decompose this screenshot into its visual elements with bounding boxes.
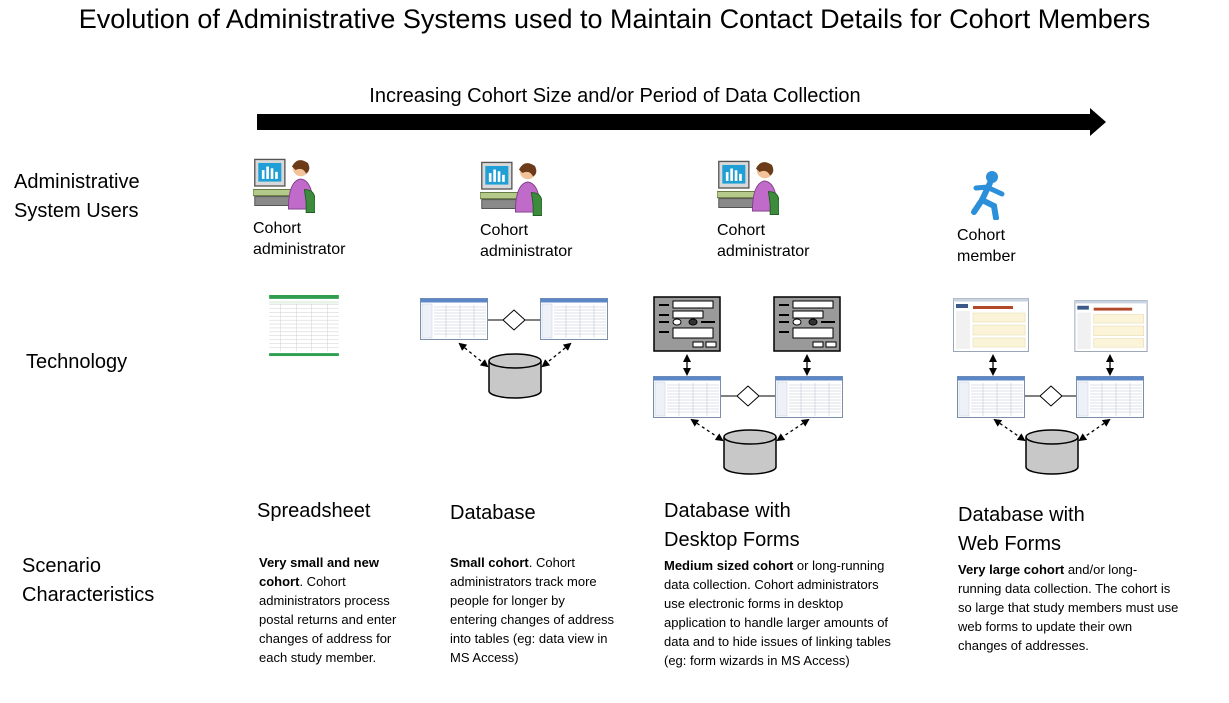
database-diagram (420, 298, 608, 399)
row-label-users: Administrative System Users (14, 171, 140, 222)
table-window-icon (653, 376, 721, 418)
table-window-icon (540, 298, 608, 340)
relationship-diamond-icon (502, 309, 526, 331)
desktop-forms-diagram (653, 296, 843, 475)
database-cylinder-icon (1025, 429, 1079, 475)
scenario-title-database: Database (450, 502, 536, 524)
table-window-icon (957, 376, 1025, 418)
scenario-title-spreadsheet: Spreadsheet (257, 500, 371, 522)
form-panel-icon (653, 296, 721, 352)
web-forms-diagram (953, 298, 1148, 475)
database-cylinder-icon (723, 429, 777, 475)
table-window-icon (1076, 376, 1144, 418)
scenario-description-4: Very large cohort and/or long-running da… (958, 562, 1179, 653)
computer-user-icon (253, 155, 315, 217)
scenario-description-3: Medium sized cohort or long-running data… (664, 558, 891, 668)
diagram-title: Evolution of Administrative Systems used… (78, 4, 1151, 34)
table-window-icon (420, 298, 488, 340)
progress-arrow-label: Increasing Cohort Size and/or Period of … (369, 85, 861, 107)
scenario-description-2: Small cohort. Cohort administrators trac… (450, 555, 615, 665)
web-page-icon (1074, 300, 1148, 352)
row-label-technology: Technology (26, 351, 128, 373)
row-label-scenario: Scenario Characteristics (22, 555, 155, 606)
web-page-icon (953, 298, 1029, 352)
running-person-icon (962, 170, 1012, 220)
computer-user-icon (480, 158, 542, 220)
form-panel-icon (773, 296, 841, 352)
spreadsheet-icon (268, 295, 340, 357)
scenario-description-1: Very small and new cohort. Cohort admini… (259, 555, 397, 665)
relationship-diamond-icon (736, 385, 760, 407)
relationship-diamond-icon (1039, 385, 1063, 407)
computer-user-icon (717, 157, 779, 219)
table-window-icon (775, 376, 843, 418)
database-cylinder-icon (488, 353, 542, 399)
